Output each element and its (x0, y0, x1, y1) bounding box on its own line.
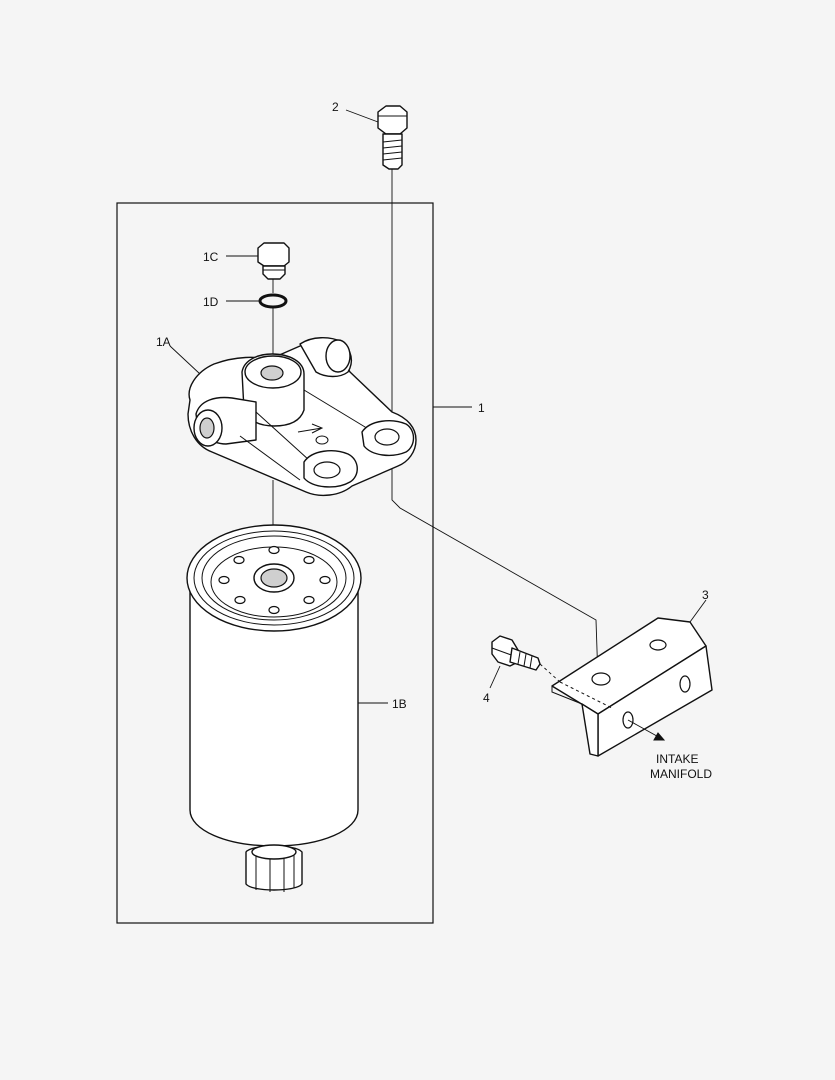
bolt-part-4 (491, 635, 541, 671)
label-manifold: MANIFOLD (650, 767, 712, 781)
bolt-center-line (391, 169, 599, 681)
label-part-2: 2 (332, 100, 339, 114)
label-intake: INTAKE (656, 752, 698, 766)
intake-arrow (627, 719, 666, 741)
label-part-3: 3 (702, 588, 709, 602)
label-part-1b: 1B (392, 697, 407, 711)
leader-4 (489, 665, 501, 689)
assembly-box (116, 202, 434, 924)
label-part-1: 1 (478, 401, 485, 415)
label-part-1c: 1C (203, 250, 219, 264)
bracket-part-3 (551, 617, 713, 757)
bolt-part-2 (377, 105, 408, 170)
label-part-1a: 1A (156, 335, 171, 349)
leader-1a (169, 345, 201, 375)
label-part-1d: 1D (203, 295, 219, 309)
plug-part-1c (257, 242, 290, 280)
filter-element-part-1b (186, 524, 362, 892)
leader-2 (345, 109, 379, 123)
leader-3 (689, 599, 707, 623)
label-part-4: 4 (483, 691, 490, 705)
filter-head-part-1a (187, 337, 417, 497)
bolt-4-line (539, 663, 561, 683)
o-ring-part-1d (258, 293, 288, 309)
